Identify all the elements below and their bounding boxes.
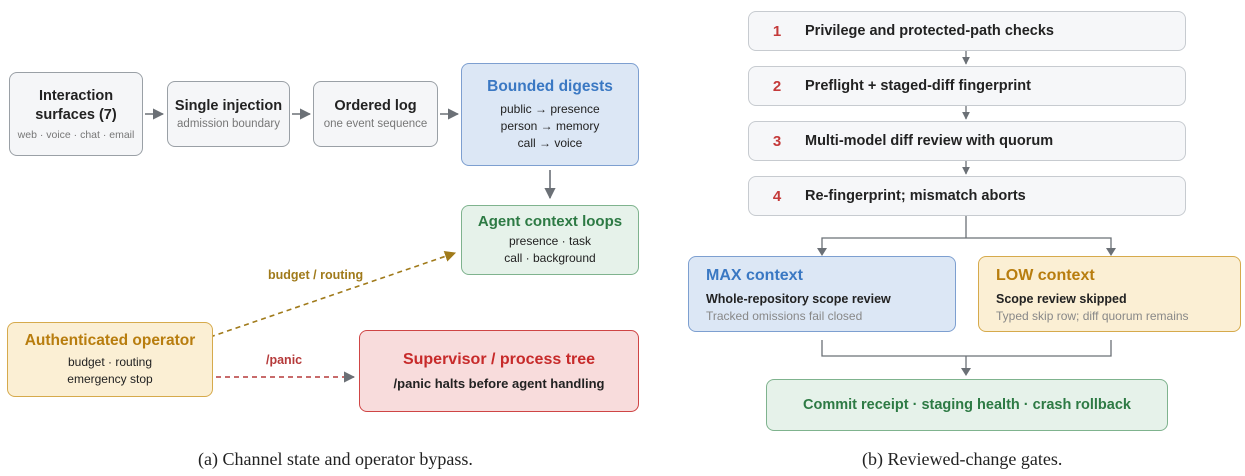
gate-2-number: 2 bbox=[772, 77, 782, 95]
surfaces-sub: web · voice · chat · email bbox=[17, 129, 135, 141]
max-body: Whole-repository scope review bbox=[706, 292, 891, 306]
low-title: LOW context bbox=[996, 267, 1095, 284]
gate-4-label: Re-fingerprint; mismatch aborts bbox=[805, 188, 1026, 204]
gate-2-label: Preflight + staged-diff fingerprint bbox=[805, 78, 1031, 94]
gate-1-label: Privilege and protected-path checks bbox=[805, 23, 1054, 39]
injection-sub: admission boundary bbox=[177, 118, 280, 130]
interaction-surfaces-box: Interaction surfaces (7) web · voice · c… bbox=[9, 72, 143, 156]
injection-title: Single injection bbox=[174, 98, 283, 114]
digests-line-3: call → voice bbox=[517, 135, 583, 150]
bounded-digests-box: Bounded digests public → presence person… bbox=[461, 63, 639, 166]
caption-a: (a) Channel state and operator bypass. bbox=[198, 449, 473, 469]
digests-line-1: public → presence bbox=[500, 101, 600, 116]
gate-2: 2 Preflight + staged-diff fingerprint bbox=[748, 66, 1186, 106]
loops-line-1: presence · task bbox=[508, 234, 592, 248]
surfaces-title-line2: surfaces (7) bbox=[35, 107, 117, 123]
supervisor-sub: /panic halts before agent handling bbox=[393, 375, 605, 391]
merge-connector bbox=[821, 340, 1112, 372]
agent-context-loops-box: Agent context loops presence · task call… bbox=[461, 205, 639, 275]
log-sub: one event sequence bbox=[323, 118, 428, 130]
loops-title: Agent context loops bbox=[477, 213, 623, 230]
split-connector bbox=[821, 216, 1112, 252]
gate-1: 1 Privilege and protected-path checks bbox=[748, 11, 1186, 51]
edge-label-panic: /panic bbox=[266, 353, 303, 367]
gate-3: 3 Multi-model diff review with quorum bbox=[748, 121, 1186, 161]
caption-b: (b) Reviewed-change gates. bbox=[862, 449, 1063, 469]
commit-label: Commit receipt · staging health · crash … bbox=[803, 397, 1131, 413]
max-sub: Tracked omissions fail closed bbox=[706, 309, 863, 323]
edge-label-budget-routing: budget / routing bbox=[268, 268, 364, 282]
operator-line-1: budget · routing bbox=[67, 354, 153, 369]
max-context-box: MAX context Whole-repository scope revie… bbox=[688, 256, 956, 332]
operator-title: Authenticated operator bbox=[24, 331, 196, 349]
low-body: Scope review skipped bbox=[996, 292, 1127, 306]
log-title: Ordered log bbox=[334, 98, 417, 114]
single-injection-box: Single injection admission boundary bbox=[167, 81, 290, 147]
authenticated-operator-box: Authenticated operator budget · routing … bbox=[7, 322, 213, 397]
gate-3-label: Multi-model diff review with quorum bbox=[805, 133, 1054, 149]
gate-1-number: 1 bbox=[772, 22, 782, 40]
operator-line-2: emergency stop bbox=[67, 371, 153, 386]
digests-title: Bounded digests bbox=[487, 77, 613, 95]
gate-4-number: 4 bbox=[772, 187, 782, 205]
ordered-log-box: Ordered log one event sequence bbox=[313, 81, 438, 147]
supervisor-title: Supervisor / process tree bbox=[402, 350, 596, 368]
low-sub: Typed skip row; diff quorum remains bbox=[996, 309, 1189, 323]
max-title: MAX context bbox=[706, 267, 803, 284]
digests-line-2: person → memory bbox=[500, 118, 600, 133]
edge-budget-routing bbox=[209, 250, 457, 338]
low-context-box: LOW context Scope review skipped Typed s… bbox=[978, 256, 1241, 332]
gate-4: 4 Re-fingerprint; mismatch aborts bbox=[748, 176, 1186, 216]
gate-3-number: 3 bbox=[772, 132, 782, 150]
commit-receipt-box: Commit receipt · staging health · crash … bbox=[766, 379, 1168, 431]
surfaces-title-line1: Interaction bbox=[38, 88, 114, 104]
supervisor-process-tree-box: Supervisor / process tree /panic halts b… bbox=[359, 330, 639, 412]
loops-line-2: call · background bbox=[504, 251, 596, 265]
